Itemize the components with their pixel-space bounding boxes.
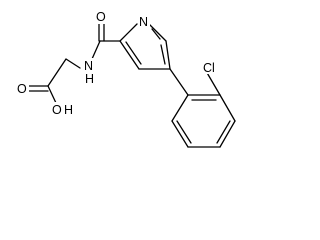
bond-n1-c2 <box>119 23 138 42</box>
bond-c2-c3 <box>119 40 140 70</box>
bond-ch2-cooh <box>47 58 67 87</box>
bond-amide-c-n <box>91 40 101 60</box>
bond-ph-c2-c3 <box>219 94 236 122</box>
acid-oxygen-label: O <box>17 82 27 96</box>
bond-ph-inner-b <box>216 120 231 144</box>
amide-nitrogen-label: N <box>84 59 93 73</box>
atom-labels: N O N H O O H C l <box>16 10 220 117</box>
amide-hydrogen-label: H <box>85 72 94 86</box>
hydroxyl-hydrogen-label: H <box>64 103 73 117</box>
bond-c-cl <box>205 70 221 96</box>
bond-c4-c5 <box>165 40 171 70</box>
structure-diagram: N O N H O O H C l <box>16 10 236 148</box>
bond-ph-inner-c <box>176 120 192 144</box>
chlorine-label-l: l <box>212 61 215 75</box>
bond-c4-phenyl <box>169 68 189 96</box>
bond-n-ch2 <box>65 58 81 69</box>
bond-ph-c6-c1 <box>171 94 189 122</box>
bond-c4-c5-double <box>160 44 166 65</box>
bond-n1-c6 <box>148 23 167 42</box>
pyridine-nitrogen-label: N <box>139 15 148 29</box>
bond-n1-c6-double <box>151 28 161 40</box>
bonds <box>28 21 236 148</box>
bond-c-oh <box>47 85 57 104</box>
amide-oxygen-label: O <box>96 10 106 24</box>
bond-ph-c5-c6 <box>171 120 189 148</box>
bond-ph-c3-c4 <box>219 120 236 148</box>
bond-c2-c3-double <box>125 41 142 65</box>
chlorine-label-c: C <box>203 61 212 75</box>
hydroxyl-oxygen-label: O <box>52 103 62 117</box>
